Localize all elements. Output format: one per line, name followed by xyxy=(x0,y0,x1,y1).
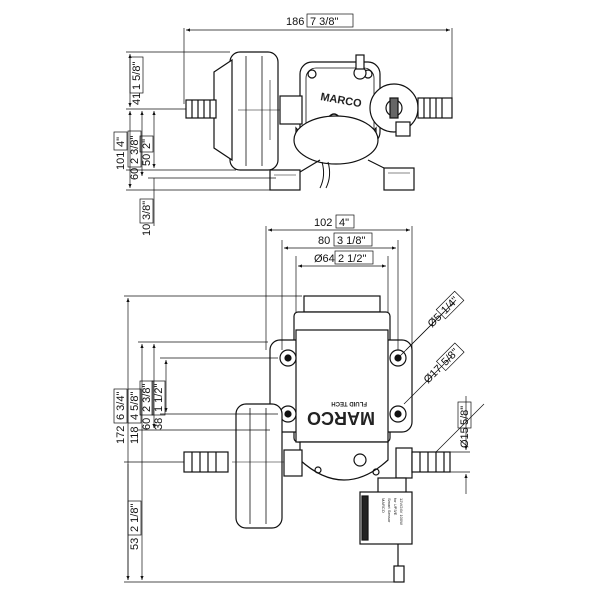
front-filter xyxy=(235,403,283,529)
dim-53-inch: 2 1/8" xyxy=(129,504,141,532)
top-filter xyxy=(229,51,279,171)
dia-15-inch: 5/8" xyxy=(459,406,471,425)
dim-38-mm: 38 xyxy=(153,418,165,430)
dim-60-front-mm: 60 xyxy=(141,418,153,430)
sensor-label-line-4: 12V/24V 100W xyxy=(399,498,404,525)
dim-60-top-inch: 2 3/8" xyxy=(129,136,141,164)
top-foot-right xyxy=(383,167,415,191)
sensor-label: MARCO Smart Sensor for UP3/E 12V/24V 100… xyxy=(381,498,404,525)
dim-118-inch: 4 5/8" xyxy=(129,392,141,420)
dim-102-inch: 4" xyxy=(339,217,349,229)
dim-53: 53 2 1/8" xyxy=(127,500,142,550)
smart-sensor xyxy=(359,491,413,545)
dim-64-inch: 2 1/2" xyxy=(338,253,366,265)
dim-80: 80 3 1/8" xyxy=(318,232,373,247)
dim-172-inch: 6 3/4" xyxy=(115,392,127,420)
front-outlet-barb xyxy=(411,451,451,473)
dim-101: 101 4" xyxy=(113,131,128,170)
dim-102: 102 4" xyxy=(314,214,355,229)
dim-53-mm: 53 xyxy=(129,538,141,550)
top-inlet-barb xyxy=(185,99,217,119)
dim-118: 118 4 5/8" xyxy=(127,388,142,444)
front-pump-head xyxy=(299,441,389,481)
dim-60-front-inch: 2 3/8" xyxy=(141,384,153,412)
dim-60-front: 60 2 3/8" xyxy=(139,380,154,430)
dia-17: Ø17 5/8" xyxy=(422,342,465,386)
dim-60-top: 60 2 3/8" xyxy=(127,130,142,180)
dim-50-inch: 2" xyxy=(141,139,153,149)
sensor-label-line-2: Smart Sensor xyxy=(387,498,392,523)
front-motor-cap xyxy=(303,295,381,313)
dim-101-mm: 101 xyxy=(115,152,127,170)
top-foot-left xyxy=(269,169,301,191)
dim-80-inch: 3 1/8" xyxy=(337,235,365,247)
sensor-label-line-1: MARCO xyxy=(381,498,386,513)
dim-172-mm: 172 xyxy=(115,426,127,444)
dim-186-inch: 7 3/8" xyxy=(310,16,338,28)
dim-101-inch: 4" xyxy=(115,137,127,147)
dim-80-mm: 80 xyxy=(318,235,330,247)
dim-41-inch: 1 5/8" xyxy=(131,62,143,90)
front-brand-name: MARCO xyxy=(307,408,375,428)
front-inlet-barb xyxy=(183,451,229,473)
sensor-label-line-3: for UP3/E xyxy=(393,498,398,516)
top-view xyxy=(185,51,453,191)
top-view-dimensions xyxy=(126,28,453,226)
front-brand-tagline: FLUID TECH xyxy=(331,400,367,406)
dim-38-inch: 1 1/2" xyxy=(153,384,165,412)
dim-64: Ø64 2 1/2" xyxy=(314,250,374,265)
dim-41-mm: 41 xyxy=(131,93,143,105)
dim-64-mm: Ø64 xyxy=(314,253,335,265)
dim-102-mm: 102 xyxy=(314,217,332,229)
dim-10: 10 3/8" xyxy=(139,198,154,236)
dim-186-mm: 186 xyxy=(286,16,304,28)
dim-10-inch: 3/8" xyxy=(141,201,153,220)
dia-15-mm: Ø15 xyxy=(459,427,471,448)
dim-186: 186 7 3/8" xyxy=(286,13,354,28)
dim-50: 50 2" xyxy=(139,135,154,166)
dim-41: 41 1 5/8" xyxy=(129,56,144,105)
dim-10-mm: 10 xyxy=(141,224,153,236)
dim-118-mm: 118 xyxy=(129,426,141,444)
dim-50-mm: 50 xyxy=(141,154,153,166)
dia-15: Ø15 5/8" xyxy=(457,401,472,448)
front-brand: MARCO FLUID TECH xyxy=(307,400,375,428)
dim-38: 38 1 1/2" xyxy=(151,380,166,430)
top-outlet-barb xyxy=(417,97,453,119)
front-view xyxy=(183,295,451,583)
dia-5: Ø5 1/4" xyxy=(426,290,465,330)
dim-60-top-mm: 60 xyxy=(129,168,141,180)
dim-172: 172 6 3/4" xyxy=(113,388,128,444)
